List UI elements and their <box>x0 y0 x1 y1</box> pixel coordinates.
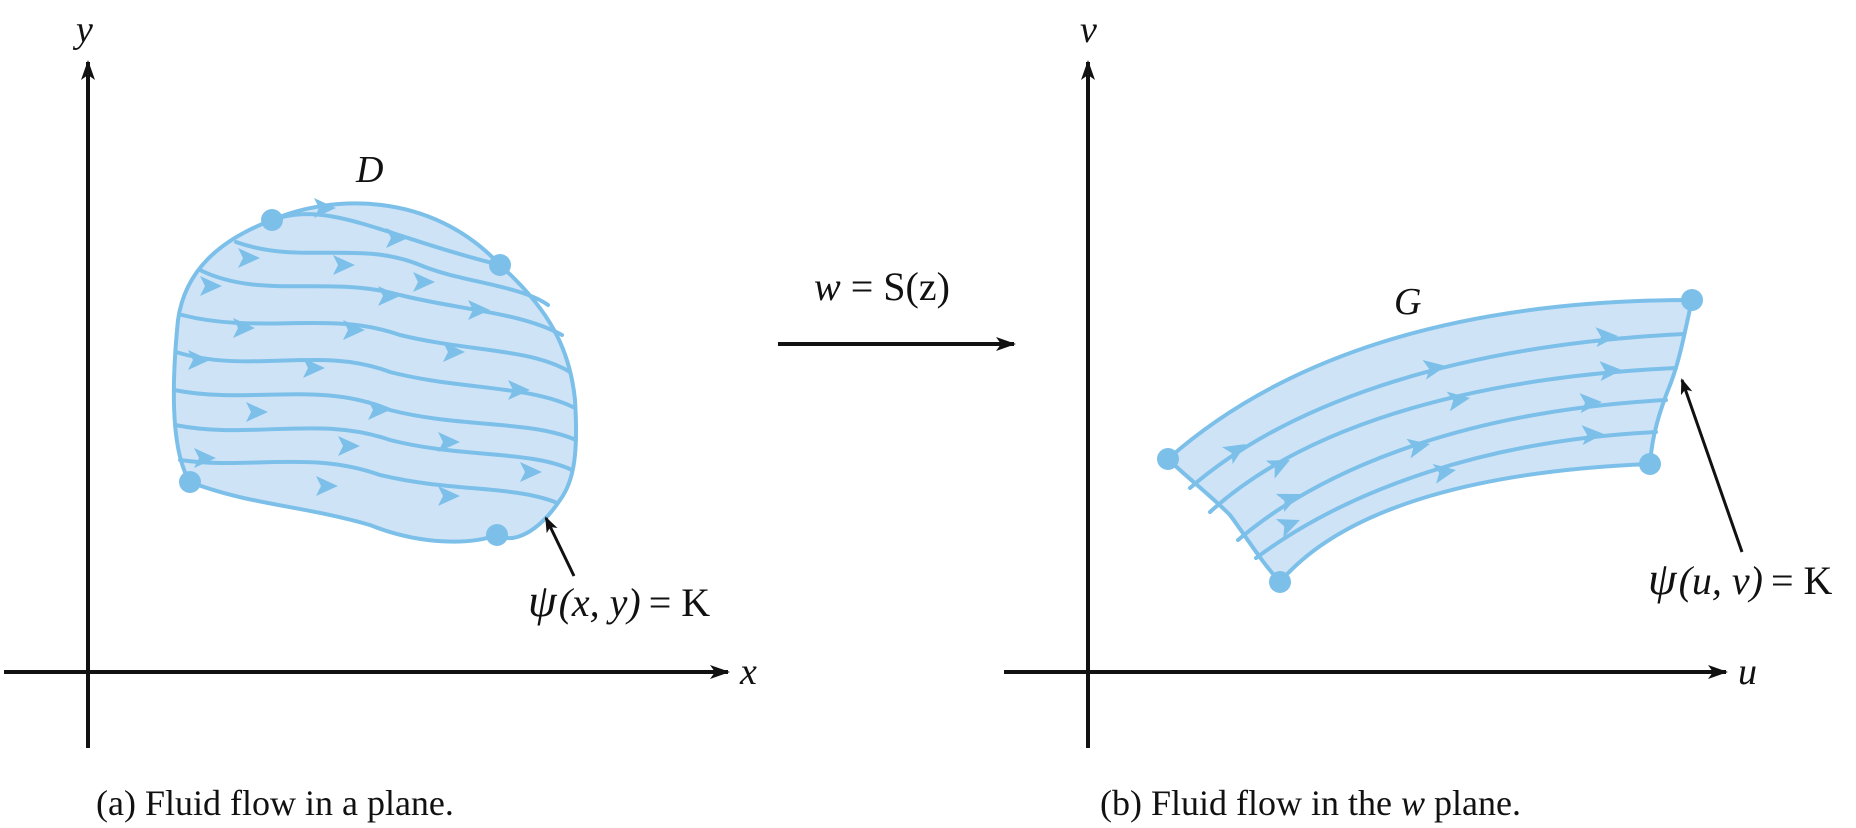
streamline-equation-a: ψ(x, y)= K <box>528 575 710 626</box>
y-axis-label: y <box>72 9 93 51</box>
boundary-point <box>261 209 283 231</box>
mapping: w= S(z) <box>778 264 1016 351</box>
u-axis-label: u <box>1738 651 1757 693</box>
panel-b: v u G <box>1004 9 1833 823</box>
boundary-point <box>489 254 511 276</box>
region-d-label: D <box>355 149 383 191</box>
flow-arrows-d <box>188 198 542 506</box>
boundary-point <box>1269 571 1291 593</box>
boundary-pointer-arrow <box>544 516 576 577</box>
flow-arrows-g <box>1222 327 1622 538</box>
region-g-label: G <box>1394 281 1421 323</box>
mapping-label: w= S(z) <box>814 264 950 309</box>
boundary-point <box>486 524 508 546</box>
streamline-equation-b: ψ(u, v)= K <box>1648 553 1833 604</box>
panel-a: y x <box>4 9 757 823</box>
boundary-pointer-arrow <box>1680 378 1744 553</box>
caption-a: (a) Fluid flow in a plane. <box>96 783 454 823</box>
x-axis-label: x <box>739 651 757 693</box>
v-axis-label: v <box>1080 9 1097 51</box>
boundary-point <box>179 471 201 493</box>
boundary-point <box>1639 453 1661 475</box>
boundary-point <box>1157 448 1179 470</box>
boundary-point <box>1681 289 1703 311</box>
